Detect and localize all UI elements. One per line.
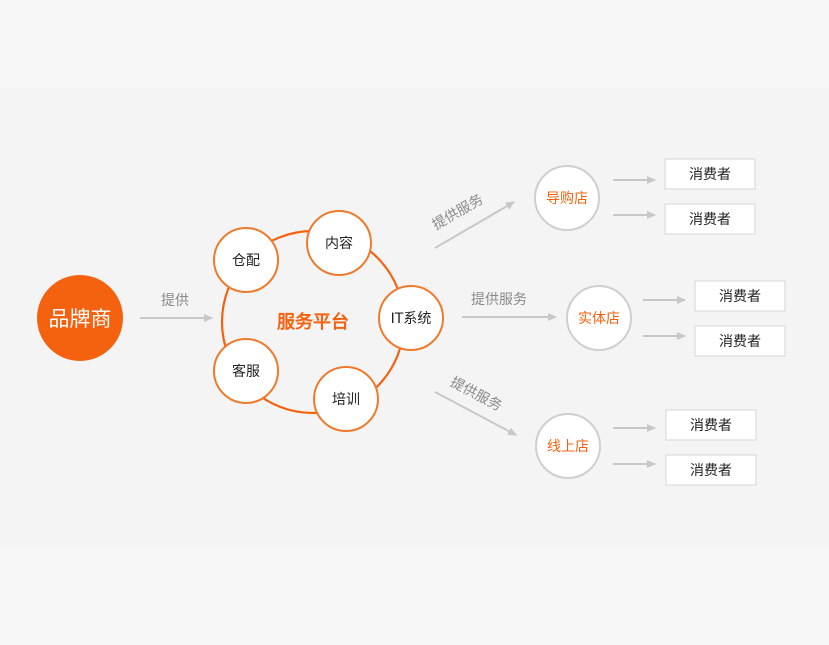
online-consumer-label-1: 消费者 (690, 418, 732, 434)
physical-consumer-box-1 (694, 280, 786, 312)
brand-node: 品牌商 (37, 275, 123, 361)
platform-node-content: 内容 (306, 210, 372, 276)
provide-connector: 提供 (140, 293, 213, 322)
content-label: 内容 (325, 235, 353, 252)
service-label-middle: 提供服务 (471, 292, 527, 308)
guide-consumer-label-1: 消费者 (689, 167, 731, 183)
support-circle (213, 338, 279, 404)
training-label: 培训 (332, 392, 360, 408)
training-circle (313, 366, 379, 432)
online-consumer-box-1 (665, 409, 757, 441)
physical-consumer-box-2 (694, 325, 786, 357)
service-arrow-top (434, 201, 515, 249)
store-physical: 实体店 消费者 消费者 (566, 280, 786, 357)
warehouse-circle (213, 227, 279, 293)
platform-title: 服务平台 (277, 311, 349, 333)
platform-node-training: 培训 (313, 366, 379, 432)
guide-consumer-box-2 (664, 203, 756, 235)
content-circle (306, 210, 372, 276)
online-store-label: 线上店 (547, 439, 589, 455)
physical-store-circle (566, 285, 632, 351)
online-consumer-box-2 (665, 454, 757, 486)
online-store-circle (535, 413, 601, 479)
it-label: IT系统 (391, 311, 432, 327)
platform-node-it: IT系统 (378, 285, 444, 351)
brand-circle (37, 275, 123, 361)
platform-node-warehouse: 仓配 (213, 227, 279, 293)
store-guide: 导购店 消费者 消费者 (534, 158, 756, 235)
guide-store-label: 导购店 (546, 191, 588, 207)
warehouse-label: 仓配 (232, 253, 260, 269)
it-circle (378, 285, 444, 351)
provide-label: 提供 (161, 293, 189, 309)
physical-consumer-label-2: 消费者 (719, 334, 761, 350)
platform-node-support: 客服 (213, 338, 279, 404)
online-consumer-label-2: 消费者 (690, 463, 732, 479)
service-connector-middle: 提供服务 (462, 292, 557, 321)
physical-store-label: 实体店 (578, 311, 620, 327)
support-label: 客服 (232, 363, 260, 380)
physical-consumer-label-1: 消费者 (719, 289, 761, 305)
brand-label: 品牌商 (49, 307, 112, 331)
guide-consumer-box-1 (664, 158, 756, 190)
service-arrow-bottom (434, 391, 517, 436)
guide-consumer-label-2: 消费者 (689, 212, 731, 228)
guide-store-circle (534, 165, 600, 231)
store-online: 线上店 消费者 消费者 (535, 409, 757, 486)
